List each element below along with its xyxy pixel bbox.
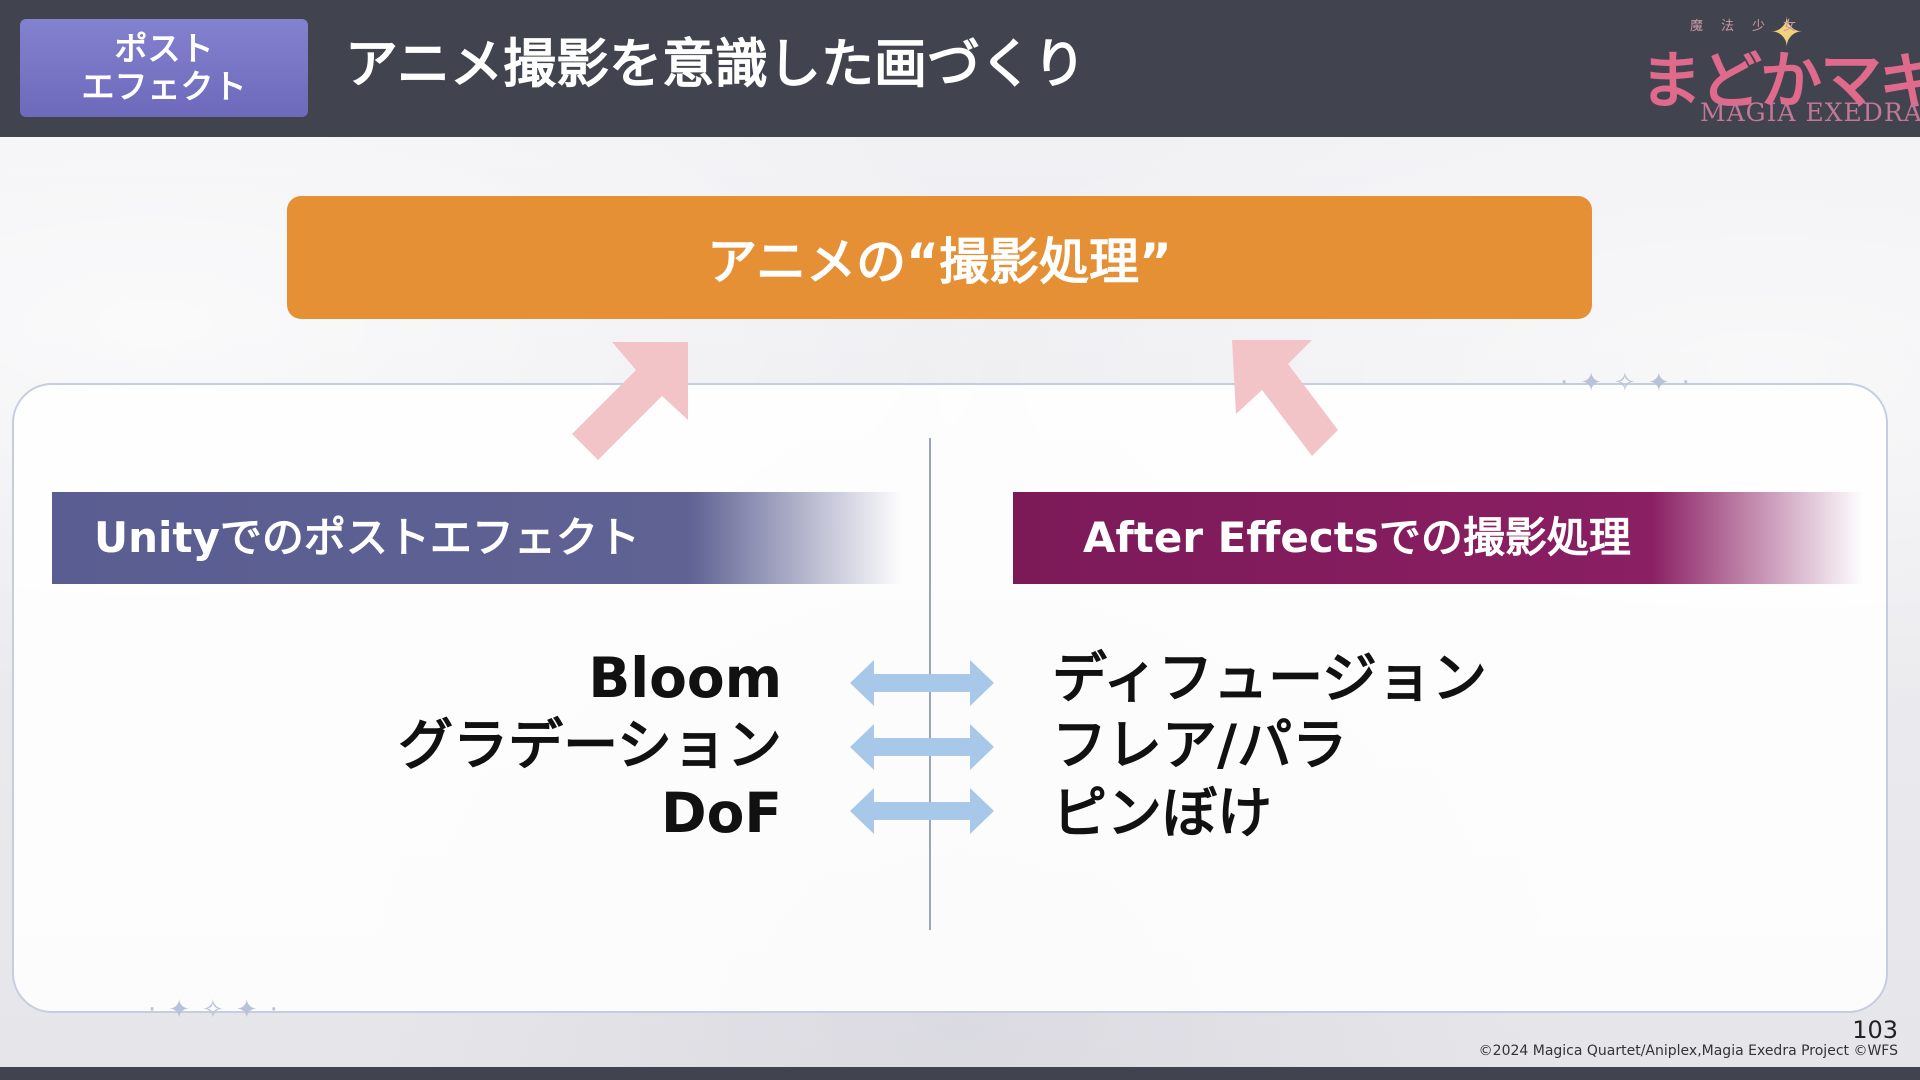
game-logo: ✦ 魔法少女 まどかマギカ MAGIA EXEDRA (1640, 10, 1920, 128)
logo-main-text: まどかマギカ (1640, 44, 1920, 117)
sparkle-stars-icon: ·✦✧✦· (148, 995, 290, 1025)
category-badge: ポスト エフェクト (20, 19, 308, 117)
category-line-2: エフェクト (81, 67, 247, 106)
anime-processing-box: アニメの“撮影処理” (287, 196, 1592, 319)
page-number: 103 (1852, 1016, 1898, 1044)
ae-term-defocus: ピンぼけ (1052, 781, 1273, 845)
logo-sub-text: MAGIA EXEDRA (1700, 98, 1920, 127)
header-bar: ポスト エフェクト アニメ撮影を意識した画づくり ✦ 魔法少女 まどかマギカ M… (0, 0, 1920, 137)
double-arrow-icon (850, 660, 994, 706)
logo-small-text: 魔法少女 (1690, 19, 1815, 34)
unity-term-bloom: Bloom (588, 646, 782, 710)
bottom-bar (0, 1067, 1920, 1080)
arrow-up-left-icon (1232, 340, 1338, 456)
page-title: アニメ撮影を意識した画づくり (345, 34, 1086, 95)
ae-term-diffusion: ディフュージョン (1052, 646, 1488, 710)
logo-sparkle-icon: ✦ (1770, 10, 1804, 56)
sparkle-stars-icon: ·✦✧✦· (1560, 368, 1702, 398)
unity-section-header: Unityでのポストエフェクト (52, 492, 902, 584)
content-panel (12, 383, 1888, 1013)
ae-term-flare-para: フレア/パラ (1052, 713, 1348, 777)
arrow-up-right-icon (572, 342, 688, 460)
double-arrow-icon (850, 788, 994, 834)
unity-term-gradation: グラデーション (398, 713, 782, 777)
copyright-notice: ©2024 Magica Quartet/Aniplex,Magia Exedr… (1478, 1043, 1898, 1059)
double-arrow-icon (850, 724, 994, 770)
after-effects-section-header: After Effectsでの撮影処理 (1013, 492, 1863, 584)
unity-term-dof: DoF (660, 781, 782, 845)
category-line-1: ポスト (114, 29, 214, 68)
